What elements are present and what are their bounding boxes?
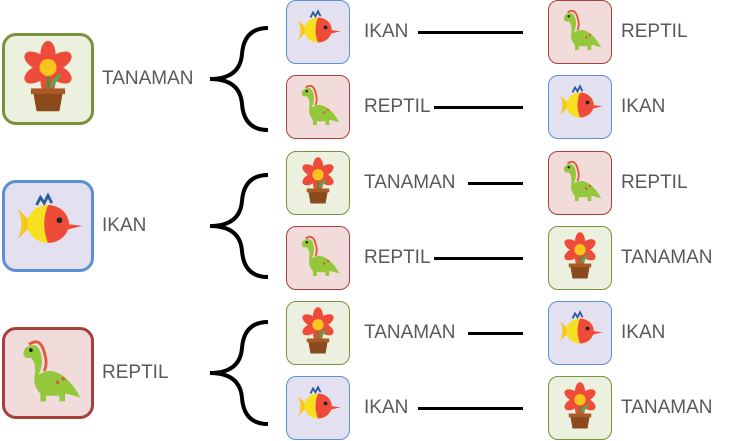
tanaman-icon <box>293 306 343 361</box>
pair-right-label: IKAN <box>621 322 666 343</box>
tanaman-icon <box>293 156 343 211</box>
reptil-icon <box>555 156 605 211</box>
tanaman-icon <box>555 231 605 286</box>
pair-right-label: REPTIL <box>621 21 688 42</box>
pair-left-label: IKAN <box>364 21 409 42</box>
ikan-icon <box>555 80 605 135</box>
reptil-card <box>286 226 350 290</box>
connector-line <box>434 257 523 260</box>
group-label: TANAMAN <box>102 68 194 89</box>
tanaman-card <box>548 376 612 440</box>
connector-line <box>468 332 523 335</box>
connector-line <box>468 182 523 185</box>
tanaman-icon <box>555 381 605 436</box>
pair-left-label: REPTIL <box>364 96 431 117</box>
reptil-icon <box>10 333 86 414</box>
reptil-card <box>286 75 350 139</box>
reptil-icon <box>555 5 605 60</box>
tanaman-card <box>286 301 350 365</box>
pair-left-label: TANAMAN <box>364 322 456 343</box>
reptil-card <box>548 151 612 215</box>
connector-line <box>418 407 523 410</box>
pair-right-label: TANAMAN <box>621 397 713 418</box>
ikan-card <box>286 376 350 440</box>
brace-icon <box>209 320 269 426</box>
pair-left-label: REPTIL <box>364 247 431 268</box>
tanaman-card <box>2 33 94 125</box>
group-label: IKAN <box>102 215 147 236</box>
pair-right-label: REPTIL <box>621 172 688 193</box>
pair-right-label: IKAN <box>621 96 666 117</box>
ikan-icon <box>10 186 86 267</box>
reptil-card <box>2 327 94 419</box>
group-label: REPTIL <box>102 362 169 383</box>
tanaman-card <box>548 226 612 290</box>
ikan-card <box>548 75 612 139</box>
pair-left-label: TANAMAN <box>364 172 456 193</box>
brace-icon <box>209 173 269 279</box>
pair-left-label: IKAN <box>364 397 409 418</box>
ikan-icon <box>293 5 343 60</box>
ikan-icon <box>293 381 343 436</box>
reptil-icon <box>293 80 343 135</box>
ikan-card <box>548 301 612 365</box>
tanaman-card <box>286 151 350 215</box>
reptil-icon <box>293 231 343 286</box>
reptil-card <box>548 0 612 64</box>
connector-line <box>418 31 523 34</box>
tanaman-icon <box>10 39 86 120</box>
ikan-icon <box>555 306 605 361</box>
brace-icon <box>209 26 269 132</box>
ikan-card <box>286 0 350 64</box>
connector-line <box>434 106 523 109</box>
ikan-card <box>2 180 94 272</box>
pair-right-label: TANAMAN <box>621 247 713 268</box>
